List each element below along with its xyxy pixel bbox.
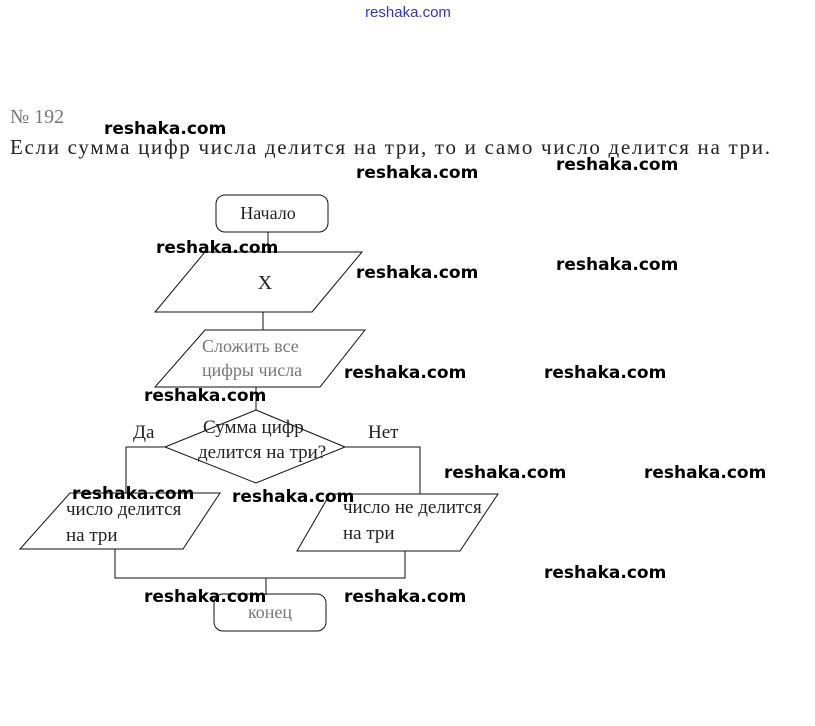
merge-connector	[114, 549, 406, 579]
watermark: reshaka.com	[344, 363, 466, 383]
end-terminal	[213, 593, 327, 632]
watermark: reshaka.com	[556, 255, 678, 275]
watermark: reshaka.com	[156, 238, 278, 258]
watermark: reshaka.com	[356, 163, 478, 183]
problem-number: № 192	[10, 106, 64, 128]
yes-output-line-2: на три	[66, 525, 118, 546]
watermark: reshaka.com	[544, 563, 666, 583]
decision-line-2: делится на три?	[198, 442, 326, 463]
watermark: reshaka.com	[644, 463, 766, 483]
decision-line-1: Сумма цифр	[203, 417, 304, 438]
yes-label: Да	[133, 422, 155, 443]
watermark: reshaka.com	[356, 263, 478, 283]
watermark: reshaka.com	[444, 463, 566, 483]
input-label: X	[258, 272, 273, 294]
yes-connector	[125, 446, 165, 493]
no-output-line-1: число не делится	[343, 497, 482, 518]
decision-block	[163, 409, 347, 484]
process-line-1: Сложить все	[202, 336, 299, 356]
yes-output-line-1: число делится	[66, 499, 182, 520]
process-block	[153, 329, 367, 388]
watermark: reshaka.com	[104, 119, 226, 139]
watermark: reshaka.com	[144, 386, 266, 406]
no-label: Нет	[368, 422, 399, 443]
watermark-layer: reshaka.com reshaka.com reshaka.com reshaka…	[72, 119, 766, 607]
process-line-2: цифры числа	[202, 360, 302, 380]
end-label: конец	[248, 602, 292, 622]
input-block	[153, 251, 364, 313]
yes-output-block	[18, 492, 221, 550]
watermark: reshaka.com	[344, 587, 466, 607]
watermark: reshaka.com	[144, 587, 266, 607]
site-link[interactable]: reshaka.com	[365, 4, 451, 21]
watermark: reshaka.com	[556, 155, 678, 175]
no-connector	[345, 446, 421, 494]
watermark: reshaka.com	[72, 484, 194, 504]
start-label: Начало	[240, 203, 295, 223]
no-output-block	[296, 493, 499, 552]
watermark: reshaka.com	[232, 487, 354, 507]
watermark: reshaka.com	[544, 363, 666, 383]
start-terminal	[215, 194, 329, 233]
no-output-line-2: на три	[343, 523, 395, 544]
